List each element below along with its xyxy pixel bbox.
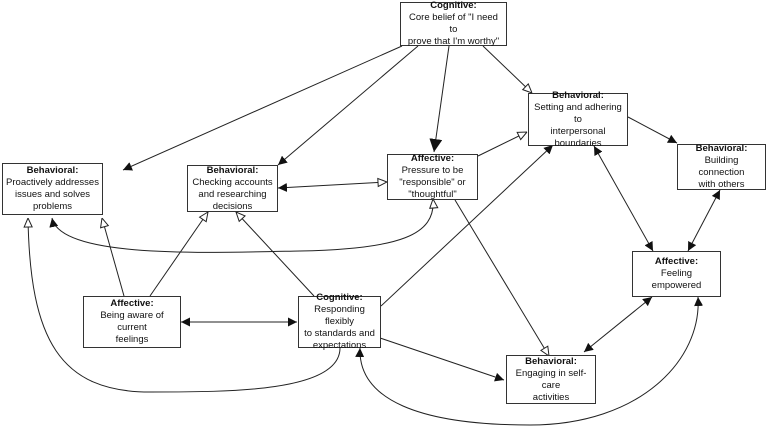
- edge-core-to-pressure: [429, 45, 450, 153]
- node-checking-accounts: Behavioral: Checking accounts and resear…: [187, 165, 278, 212]
- node-category: Affective:: [410, 153, 455, 164]
- node-feeling-empowered: Affective: Feeling empowered: [632, 251, 721, 297]
- node-text: Checking accounts and researching decisi…: [192, 176, 273, 212]
- node-text: Building connection with others: [698, 155, 745, 190]
- edge-boundaries-empowered: [593, 145, 654, 252]
- edge-responding-to-checking: [236, 212, 315, 297]
- node-category: Affective:: [110, 298, 154, 309]
- node-setting-boundaries: Behavioral: Setting and adhering to inte…: [528, 89, 628, 149]
- edge-proactively-pressure: [52, 199, 433, 253]
- node-category: Cognitive:: [430, 0, 477, 11]
- edge-empowered-responding: [355, 296, 704, 426]
- node-category: Behavioral:: [525, 355, 577, 367]
- edge-core-to-boundaries: [482, 45, 532, 93]
- node-category: Cognitive:: [316, 292, 363, 303]
- node-text: Core belief of "I need to prove that I'm…: [407, 12, 500, 47]
- edge-empowered-selfcare: [583, 296, 653, 353]
- node-text: Responding flexibly to standards and exp…: [304, 304, 375, 351]
- node-text: Setting and adhering to interpersonal bo…: [534, 101, 622, 149]
- edge-pressure-checking: [277, 182, 387, 188]
- node-core-belief: Cognitive: Core belief of "I need to pro…: [400, 0, 507, 47]
- node-category: Affective:: [654, 256, 699, 267]
- node-category: Behavioral:: [206, 164, 259, 176]
- edge-responding-to-proactively: [28, 218, 341, 393]
- node-text: Feeling empowered: [651, 268, 702, 291]
- node-category: Behavioral:: [552, 89, 604, 101]
- edge-core-to-proactively: [122, 45, 403, 171]
- node-self-care: Behavioral: Engaging in self-care activi…: [506, 355, 596, 404]
- node-proactively-addresses: Behavioral: Proactively addresses issues…: [2, 163, 103, 215]
- node-text: Being aware of current feelings: [100, 310, 164, 345]
- edge-pressure-to-boundaries: [477, 132, 527, 157]
- node-category: Behavioral:: [26, 165, 79, 176]
- node-responding-flexibly: Cognitive: Responding flexibly to standa…: [298, 292, 381, 351]
- edge-boundaries-to-connection: [627, 116, 678, 144]
- node-pressure: Affective: Pressure to be "responsible" …: [387, 153, 478, 200]
- node-text: Proactively addresses issues and solves …: [6, 177, 99, 212]
- edge-core-to-checking: [277, 45, 419, 166]
- node-building-connection: Behavioral: Building connection with oth…: [677, 143, 766, 190]
- node-aware-feelings: Affective: Being aware of current feelin…: [83, 296, 181, 348]
- node-category: Behavioral:: [695, 143, 748, 154]
- node-text: Engaging in self-care activities: [515, 367, 587, 403]
- node-text: Pressure to be "responsible" or "thought…: [399, 165, 466, 200]
- edge-aware-to-checking: [149, 212, 208, 297]
- edge-responding-to-boundaries: [380, 144, 554, 307]
- edge-aware-to-proactively: [102, 218, 125, 297]
- edge-responding-to-selfcare: [379, 337, 505, 382]
- edge-connection-empowered: [687, 189, 721, 252]
